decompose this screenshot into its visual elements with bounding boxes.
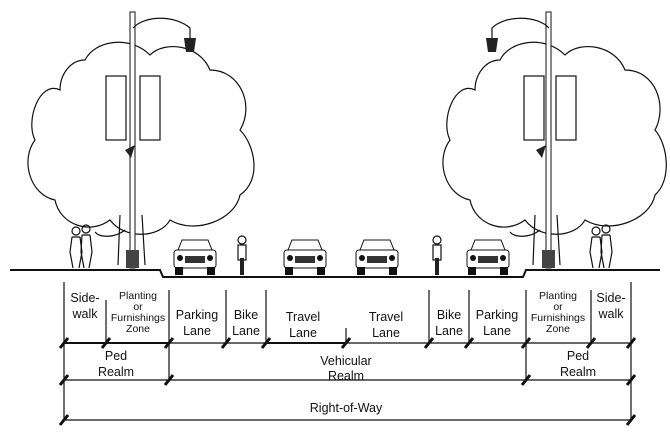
tree-right bbox=[442, 41, 667, 266]
dimension-tick bbox=[58, 374, 70, 386]
cyclist-left bbox=[237, 235, 247, 275]
label-travel-right: Travel bbox=[369, 310, 403, 324]
dimension-tick bbox=[163, 337, 175, 349]
dimension-tick bbox=[423, 337, 435, 349]
label-ped-realm-left: Ped bbox=[105, 349, 127, 363]
label-ped-realm-left-2: Realm bbox=[98, 365, 134, 379]
pedestrians-right bbox=[589, 224, 613, 269]
label-parking-right: Parking bbox=[476, 308, 518, 322]
label-planting-right-3: Furnishings bbox=[531, 312, 585, 324]
dimension-tick bbox=[260, 337, 272, 349]
label-travel-right-2: Lane bbox=[372, 326, 400, 340]
dimension-tick bbox=[58, 414, 70, 426]
label-planting-left-4: Zone bbox=[126, 323, 150, 335]
pedestrians-left bbox=[69, 224, 93, 269]
car bbox=[283, 239, 327, 275]
label-sidewalk-left: Side- bbox=[70, 291, 99, 305]
label-sidewalk-left-2: walk bbox=[71, 307, 98, 321]
dimension-tick bbox=[520, 374, 532, 386]
dimension-tick bbox=[163, 374, 175, 386]
label-vehicular-realm-2: Realm bbox=[328, 369, 364, 383]
label-travel-left: Travel bbox=[286, 310, 320, 324]
label-planting-right-2: or bbox=[553, 301, 563, 313]
dimension-tick bbox=[520, 337, 532, 349]
label-planting-right-4: Zone bbox=[546, 323, 570, 335]
label-bike-right-2: Lane bbox=[435, 324, 463, 338]
tree-left bbox=[27, 41, 255, 266]
dimension-tick bbox=[625, 337, 637, 349]
label-right-of-way: Right-of-Way bbox=[310, 401, 383, 415]
cars bbox=[173, 239, 510, 275]
label-planting-right: Planting bbox=[539, 290, 577, 302]
dimension-tick bbox=[220, 337, 232, 349]
lamppost-left bbox=[105, 11, 196, 269]
label-travel-left-2: Lane bbox=[289, 326, 317, 340]
label-parking-right-2: Lane bbox=[483, 324, 511, 338]
label-planting-left: Planting bbox=[119, 290, 157, 302]
label-bike-left: Bike bbox=[234, 308, 258, 322]
car bbox=[355, 239, 399, 275]
ground-line bbox=[10, 269, 660, 278]
label-sidewalk-right: Side- bbox=[596, 291, 625, 305]
label-sidewalk-right-2: walk bbox=[597, 307, 624, 321]
dimension-tick bbox=[58, 337, 70, 349]
car bbox=[466, 239, 510, 275]
cyclist-right bbox=[432, 235, 442, 275]
label-parking-left: Parking bbox=[176, 308, 218, 322]
dimension-tick bbox=[340, 337, 352, 349]
lamppost-right bbox=[486, 11, 577, 269]
dimension-lines bbox=[58, 282, 637, 426]
dimension-tick bbox=[463, 337, 475, 349]
label-ped-realm-right-2: Realm bbox=[560, 365, 596, 379]
label-bike-left-2: Lane bbox=[232, 324, 260, 338]
car bbox=[173, 239, 217, 275]
label-ped-realm-right: Ped bbox=[567, 349, 589, 363]
dimension-tick bbox=[585, 337, 597, 349]
label-parking-left-2: Lane bbox=[183, 324, 211, 338]
label-bike-right: Bike bbox=[437, 308, 461, 322]
label-vehicular-realm: Vehicular bbox=[320, 354, 371, 368]
dimension-tick bbox=[625, 374, 637, 386]
dimension-tick bbox=[100, 337, 112, 349]
dimension-tick bbox=[625, 414, 637, 426]
label-planting-left-3: Furnishings bbox=[111, 312, 165, 324]
label-planting-left-2: or bbox=[133, 301, 143, 313]
